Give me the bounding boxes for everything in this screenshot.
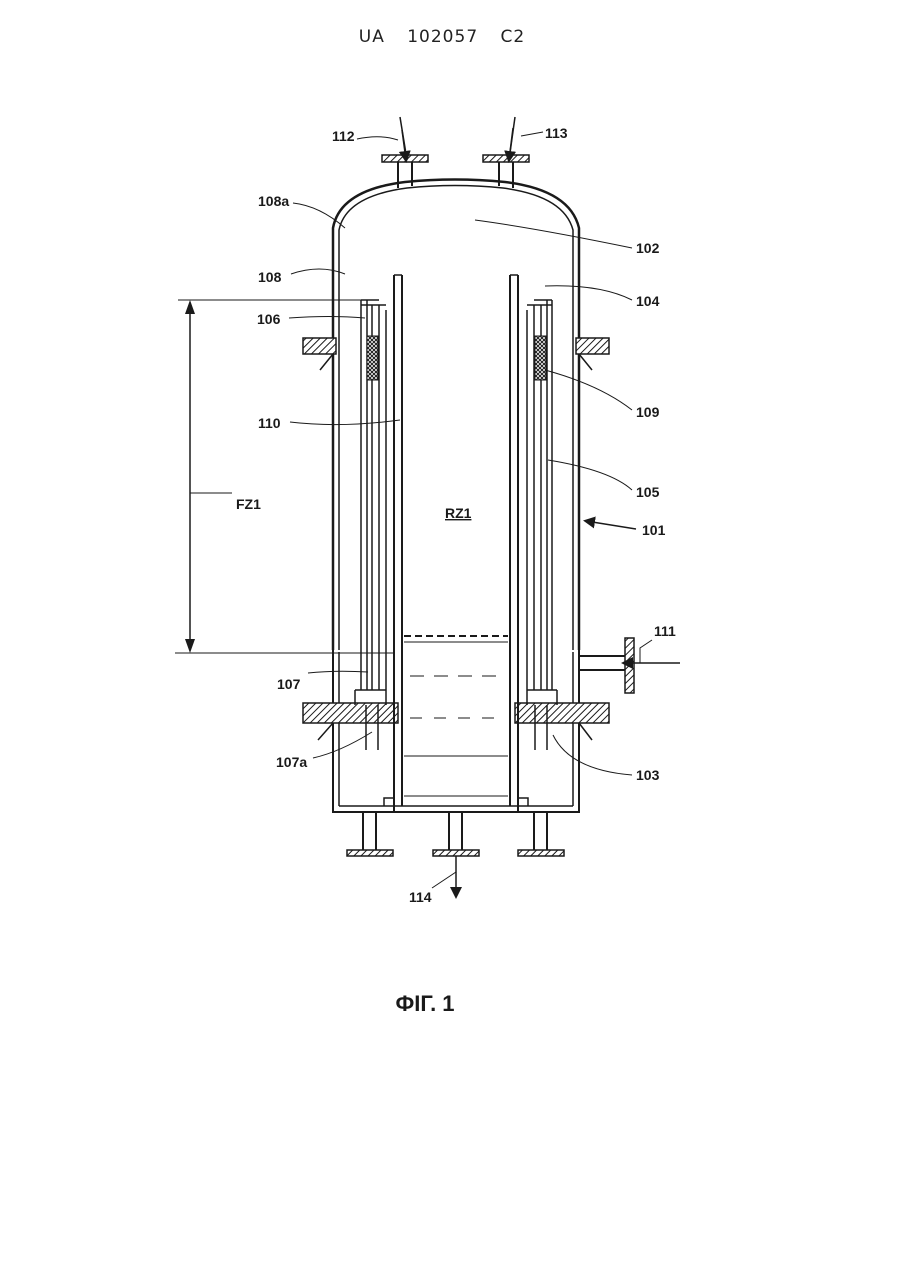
label-108: 108 bbox=[258, 269, 282, 285]
label-110: 110 bbox=[258, 415, 281, 431]
label-fz1: FZ1 bbox=[236, 496, 261, 512]
label-107a: 107a bbox=[276, 754, 307, 770]
bottom-nozzles bbox=[347, 812, 564, 856]
label-111: 111 bbox=[654, 623, 676, 639]
label-108a: 108a bbox=[258, 193, 289, 209]
label-107: 107 bbox=[277, 676, 301, 692]
label-114: 114 bbox=[409, 889, 432, 905]
label-113: 113 bbox=[545, 125, 568, 141]
lower-flanges bbox=[303, 703, 609, 740]
label-112: 112 bbox=[332, 128, 355, 144]
figure-caption: ФІГ. 1 bbox=[0, 991, 850, 1017]
label-103: 103 bbox=[636, 767, 660, 783]
leader-lines bbox=[289, 128, 680, 896]
inlet-nozzle-113 bbox=[483, 117, 529, 188]
right-filter-element bbox=[527, 300, 557, 750]
upper-flanges bbox=[303, 338, 609, 370]
label-rz1: RZ1 bbox=[445, 505, 472, 521]
fz1-dimension bbox=[175, 300, 395, 653]
label-101: 101 bbox=[642, 522, 666, 538]
label-102: 102 bbox=[636, 240, 660, 256]
label-105: 105 bbox=[636, 484, 660, 500]
liquid-level bbox=[404, 636, 508, 796]
label-109: 109 bbox=[636, 404, 660, 420]
side-nozzle-111 bbox=[579, 638, 634, 693]
reaction-tube bbox=[384, 275, 528, 812]
label-104: 104 bbox=[636, 293, 660, 309]
left-filter-element bbox=[355, 300, 386, 750]
label-106: 106 bbox=[257, 311, 281, 327]
